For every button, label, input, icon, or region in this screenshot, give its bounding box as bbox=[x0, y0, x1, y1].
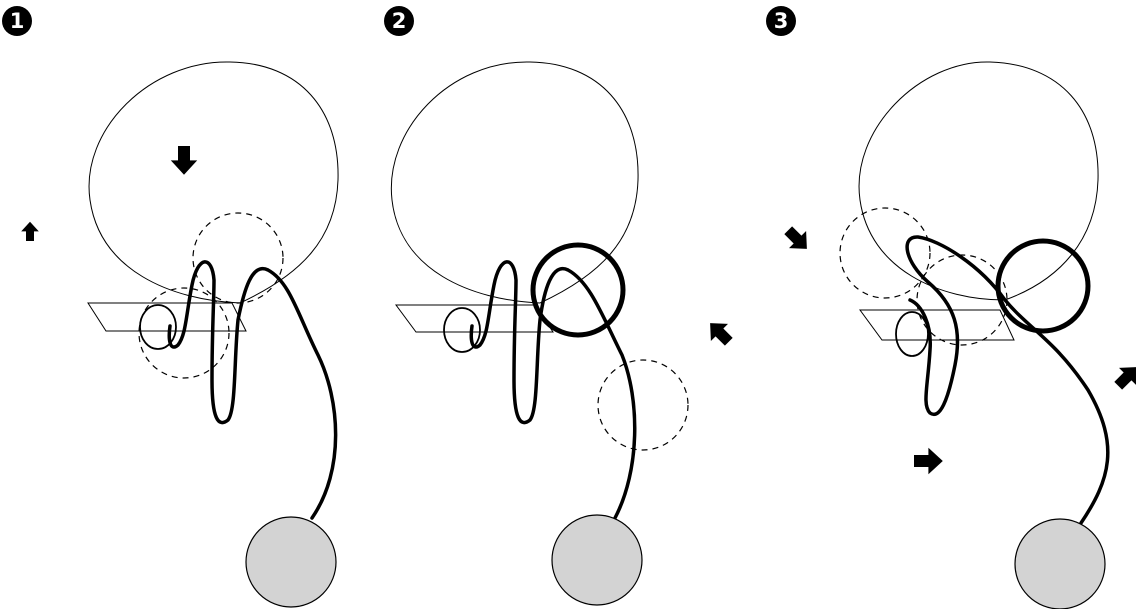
large-loop bbox=[88, 61, 339, 304]
large-loop bbox=[858, 61, 1099, 301]
small-ellipse bbox=[139, 304, 177, 350]
large-loop bbox=[390, 61, 639, 304]
arrow-up-icon bbox=[21, 221, 39, 241]
grey-ball bbox=[1014, 518, 1106, 609]
panel-2 bbox=[390, 61, 738, 606]
grey-ball bbox=[245, 516, 337, 608]
step-1-label: 1 bbox=[2, 6, 32, 36]
plane-outline bbox=[395, 304, 554, 333]
panel-1 bbox=[21, 61, 339, 608]
plane-outline bbox=[859, 309, 1015, 341]
bold-circle bbox=[995, 238, 1091, 334]
small-ellipse bbox=[895, 311, 929, 357]
arrow-down-icon bbox=[170, 146, 198, 175]
bold-circle bbox=[530, 242, 626, 338]
thick-line bbox=[167, 260, 338, 520]
panel-3 bbox=[779, 61, 1136, 609]
grey-ball bbox=[551, 514, 643, 606]
thick-line bbox=[469, 260, 637, 520]
dashed-circle bbox=[138, 287, 230, 379]
dashed-circle bbox=[597, 359, 689, 451]
arrow-down-right-icon bbox=[779, 221, 816, 258]
arrow-up-right-icon bbox=[1109, 358, 1136, 395]
plane-outline bbox=[87, 302, 247, 332]
small-ellipse bbox=[443, 307, 481, 353]
thick-line bbox=[905, 235, 1110, 525]
dashed-circle bbox=[839, 207, 931, 299]
arrow-up-left-icon bbox=[701, 314, 738, 351]
dashed-circle bbox=[192, 212, 284, 304]
step-3-label: 3 bbox=[766, 6, 796, 36]
step-2-label: 2 bbox=[384, 6, 414, 36]
arrow-right-icon bbox=[914, 447, 943, 475]
